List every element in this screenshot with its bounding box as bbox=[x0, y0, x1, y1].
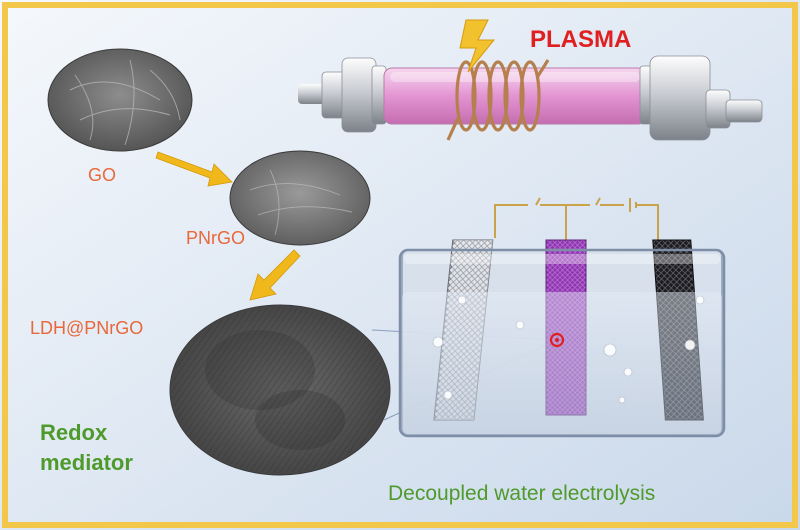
mediator-marker bbox=[549, 332, 565, 348]
redox-label-line1: Redox bbox=[40, 420, 108, 445]
electrolysis-label: Decoupled water electrolysis bbox=[388, 482, 656, 505]
electrolyzer bbox=[398, 197, 726, 438]
go-micrograph bbox=[47, 48, 193, 152]
plasma-label: PLASMA bbox=[530, 26, 632, 53]
ldh-micrograph bbox=[169, 304, 391, 476]
pnrgo-micrograph bbox=[229, 150, 371, 246]
pnrgo-label: PNrGO bbox=[186, 228, 246, 248]
plasma-reactor bbox=[298, 19, 763, 141]
ldh-label: LDH@PNrGO bbox=[30, 318, 144, 338]
go-label: GO bbox=[88, 165, 117, 185]
coil bbox=[446, 59, 550, 141]
redox-label-line2: mediator bbox=[40, 450, 133, 475]
lightning-bolt-icon bbox=[459, 19, 496, 73]
arrow-icon bbox=[155, 151, 301, 301]
